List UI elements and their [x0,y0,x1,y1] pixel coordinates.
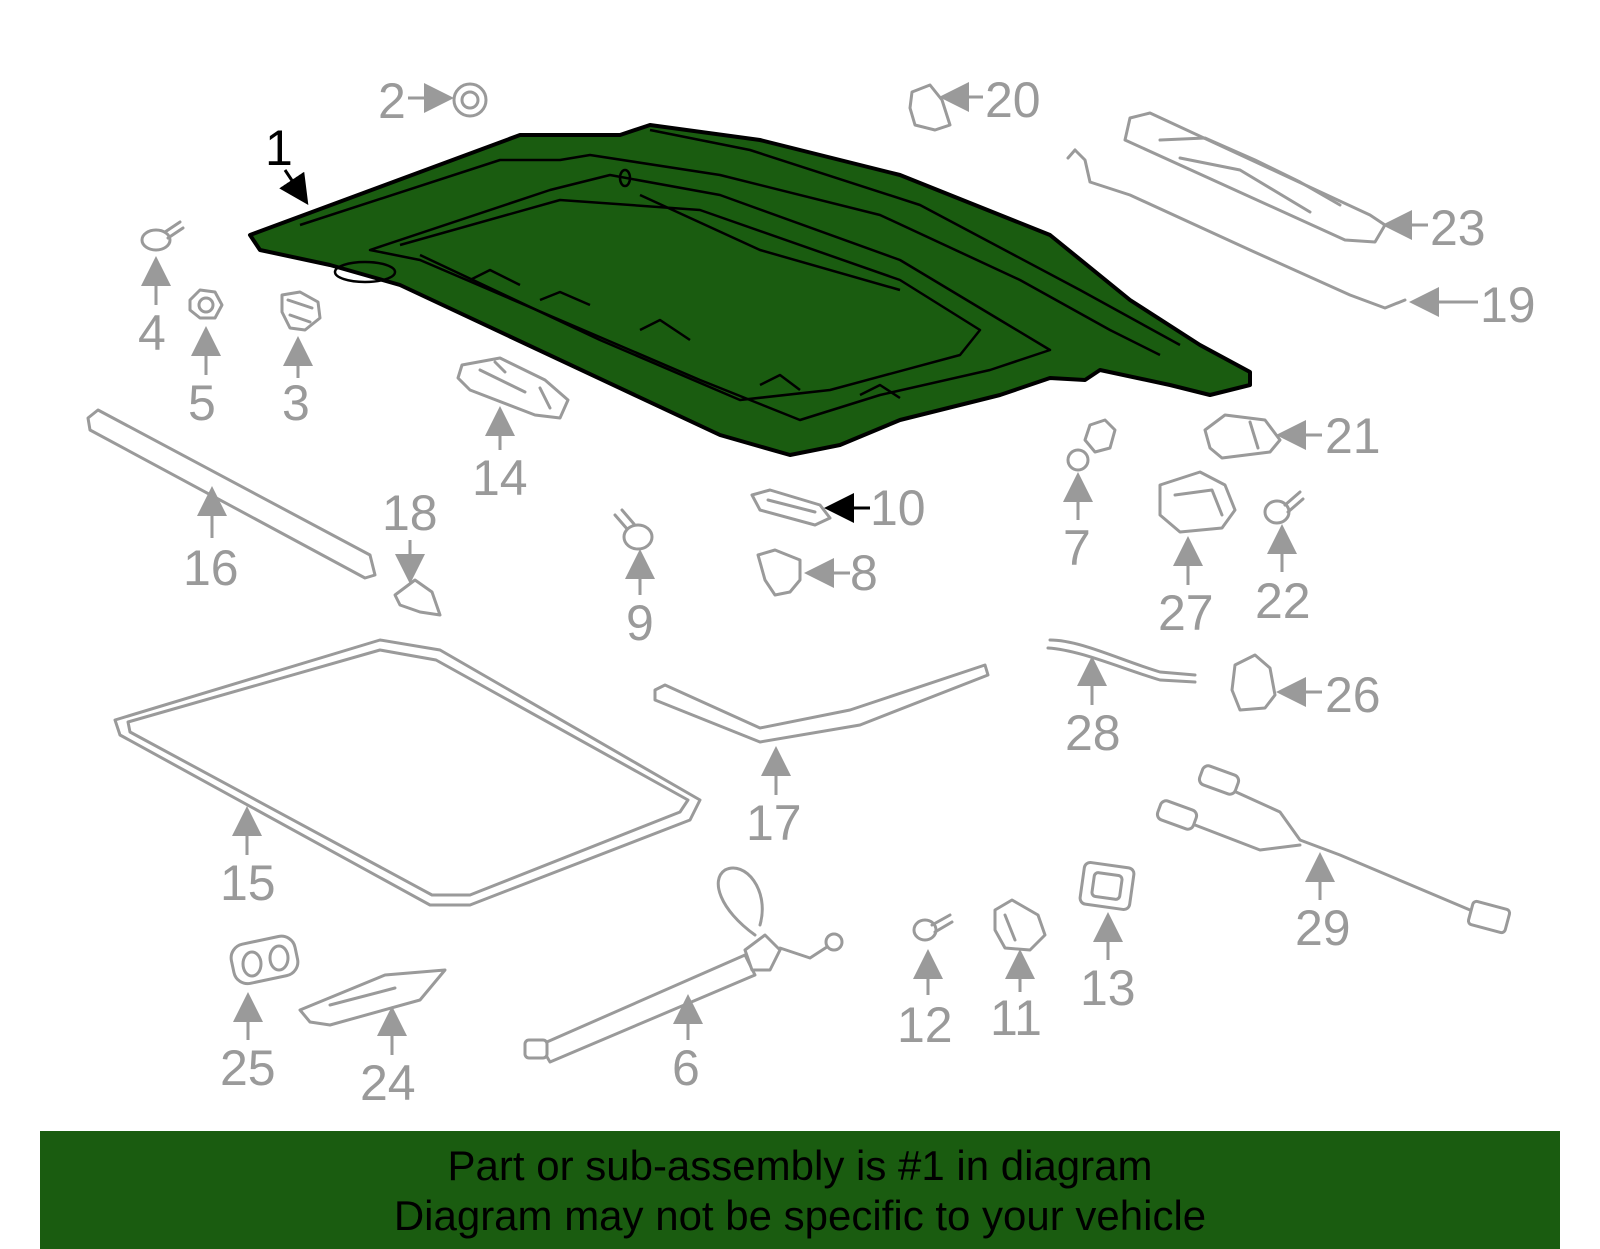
part-18-clip[interactable] [393,578,442,617]
part-12-screw[interactable] [912,913,954,942]
callout-8: 8 [850,545,878,601]
part-10-latch[interactable] [750,488,832,527]
part-29-wire-harness[interactable] [1155,764,1512,935]
callout-5: 5 [188,375,216,431]
part-4-bolt[interactable] [140,220,185,252]
banner-line-1: Part or sub-assembly is #1 in diagram [447,1142,1153,1189]
callout-27: 27 [1158,585,1214,641]
part-21-motor-cover[interactable] [1203,413,1282,460]
callout-29: 29 [1295,900,1351,956]
callout-24: 24 [360,1055,416,1111]
part-1-sunroof-frame[interactable] [248,123,1252,457]
callout-6: 6 [672,1040,700,1096]
callout-19: 19 [1480,277,1536,333]
part-2-plug[interactable] [452,82,488,118]
callout-23: 23 [1430,200,1486,256]
callout-15: 15 [220,855,276,911]
part-13-bracket[interactable] [1078,861,1136,911]
part-23-panel[interactable] [1123,111,1387,244]
part-14-bracket[interactable] [456,356,570,420]
callout-22: 22 [1255,573,1311,629]
callout-14: 14 [472,450,528,506]
callout-18: 18 [382,485,438,541]
callout-17: 17 [746,795,802,851]
part-22-bolt[interactable] [1263,490,1305,525]
callout-2: 2 [378,73,406,129]
part-19-cable-channel[interactable] [1066,148,1407,310]
part-11-clip[interactable] [993,898,1047,952]
part-28-drain-tube[interactable] [1046,638,1197,684]
part-26-clip[interactable] [1230,653,1277,712]
part-17-deflector[interactable] [653,663,990,744]
callout-13: 13 [1080,960,1136,1016]
callout-4: 4 [138,305,166,361]
part-8-clip[interactable] [756,548,802,597]
callout-9: 9 [626,595,654,651]
callout-16: 16 [183,540,239,596]
callout-10: 10 [870,480,926,536]
part-6-drive-motor[interactable] [523,866,844,1064]
part-27-motor[interactable] [1158,470,1237,534]
part-20-clip[interactable] [908,83,952,132]
callout-3: 3 [282,375,310,431]
callout-1: 1 [265,120,293,176]
part-5-nut[interactable] [188,288,224,320]
callout-21: 21 [1325,408,1381,464]
banner-line-2: Diagram may not be specific to your vehi… [393,1192,1207,1239]
callout-20: 20 [985,72,1041,128]
callout-28: 28 [1065,705,1121,761]
info-banner: Part or sub-assembly is #1 in diagram Di… [40,1131,1560,1249]
part-3-clip[interactable] [280,290,322,332]
part-16-side-trim[interactable] [86,408,377,580]
callout-12: 12 [897,997,953,1053]
part-24-bracket[interactable] [298,968,447,1027]
leader-1 [279,169,309,205]
part-25-grommet[interactable] [229,934,301,987]
callout-11: 11 [990,990,1042,1046]
callout-25: 25 [220,1040,276,1096]
part-9-bolt[interactable] [613,508,654,551]
callout-26: 26 [1325,667,1381,723]
part-7-pin[interactable] [1066,418,1117,472]
callout-7: 7 [1063,520,1091,576]
part-15-glass-seal[interactable] [113,638,702,907]
